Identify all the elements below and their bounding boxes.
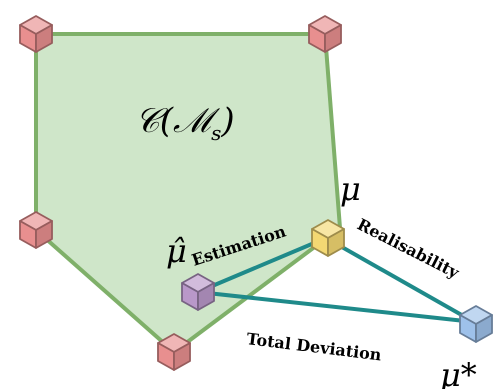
mu-cube (311, 219, 345, 257)
total-deviation-label: Total Deviation (246, 329, 383, 364)
vertex-cube-top-left (19, 15, 53, 53)
mu-star-cube (459, 305, 493, 343)
mu-hat-cube (181, 273, 215, 311)
vertex-cube-top-right (308, 15, 342, 53)
realisability-label: Realisability (354, 215, 463, 283)
edge-estimation (197, 236, 327, 294)
vertex-cube-left (19, 211, 53, 249)
edge-total-deviation (197, 290, 475, 324)
convex-hull-region (34, 32, 342, 354)
vertex-cube-bottom (157, 333, 191, 371)
region-label: 𝒞(ℳs) (135, 101, 235, 145)
mu-label: μ (340, 170, 361, 208)
edge-realisability (325, 236, 475, 324)
mu-hat-label: μ̂ (166, 232, 187, 270)
mu-star-label: μ* (440, 356, 477, 389)
